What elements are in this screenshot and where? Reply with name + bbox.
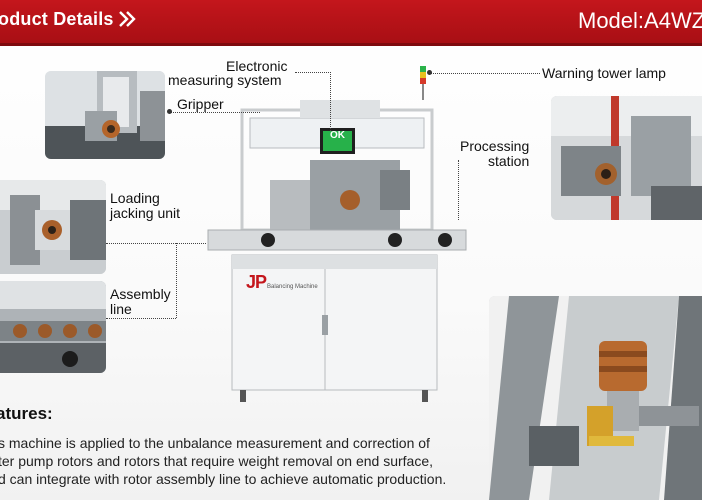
model-number: Model:A4WZ [578,8,702,33]
electronic-callout-line [295,72,331,131]
assembly-callout-line [106,318,176,319]
features-line-1: s machine is applied to the unbalance me… [0,435,430,451]
processing-station-photo [551,96,702,220]
assembly-callout-vert [176,243,177,318]
machine-logo: JP [246,272,267,292]
header-bar: oduct Details Model:A4WZ [0,0,702,46]
loading-callout-line [106,243,206,244]
warning-callout-dot [427,70,432,75]
processing-label-2: station [488,153,530,169]
warning-callout-line [430,73,540,74]
processing-label-1: Processing [460,138,530,154]
assembly-label-2: line [110,301,132,317]
loading-label-2: jacking unit [110,205,181,221]
assembly-label-1: Assembly [110,286,171,302]
machine-screen-ok: OK [330,130,345,141]
warning-label: Warning tower lamp [542,65,666,81]
features-heading: atures: [0,404,53,423]
rotor-closeup-photo [489,296,702,500]
assembly-line-photo [0,281,106,373]
features-line-2: ter pump rotors and rotors that require … [0,453,433,469]
electronic-label-1: Electronic [226,58,288,74]
loading-label-1: Loading [110,190,160,206]
gripper-callout-dot [167,109,172,114]
processing-callout-line [458,160,459,220]
electronic-label-2: measuring system [168,72,282,88]
gripper-callout-line [170,112,260,113]
balancing-machine-illustration [207,66,467,402]
features-line-3: d can integrate with rotor assembly line… [0,471,447,487]
loading-jacking-photo [0,180,106,274]
section-title: oduct Details [0,9,114,29]
machine-logo-subtext: Balancing Machine [267,284,318,290]
features-text: s machine is applied to the unbalance me… [0,434,446,488]
gripper-photo [45,71,165,159]
gripper-label: Gripper [177,96,224,112]
double-chevron-right-icon [119,11,136,27]
